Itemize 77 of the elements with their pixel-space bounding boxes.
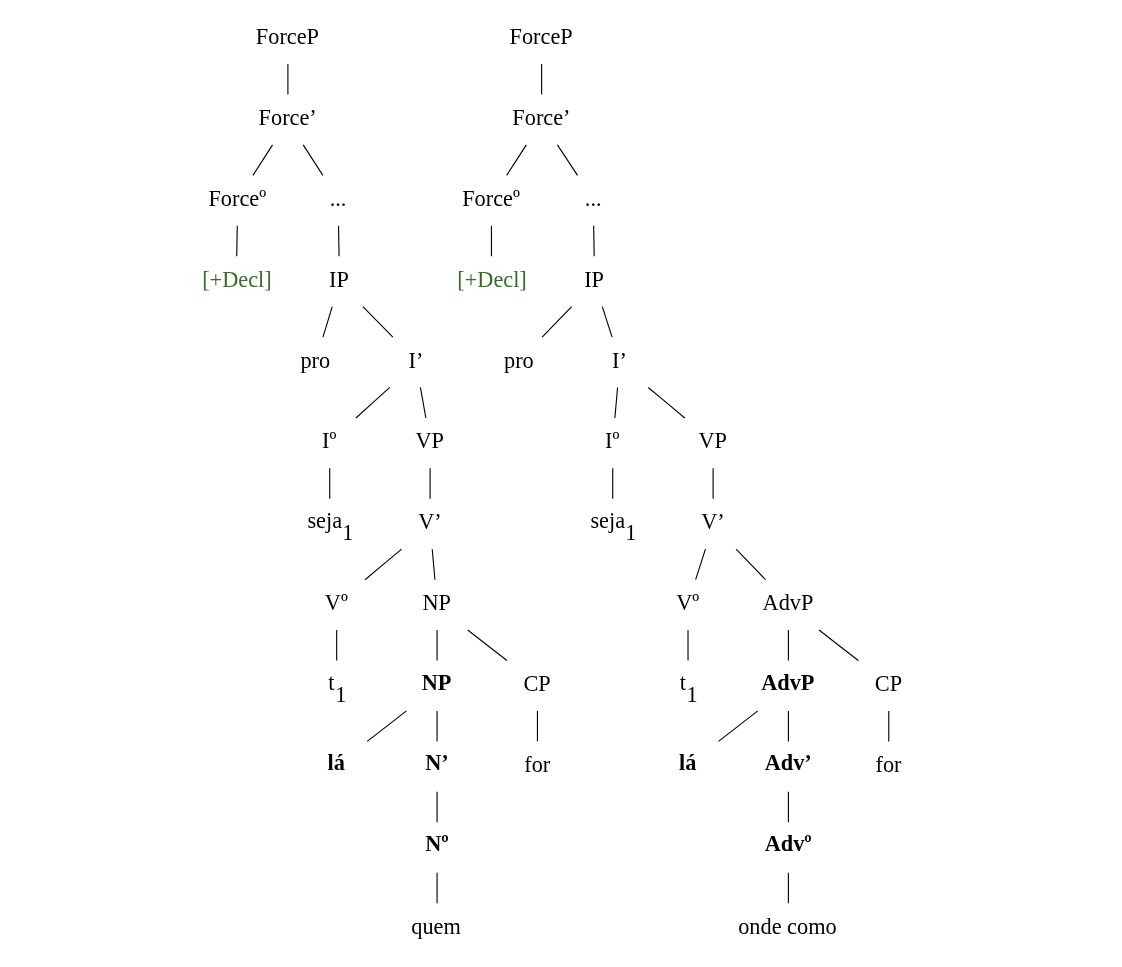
node-text: pro — [503, 347, 534, 373]
node-text: CP — [523, 670, 551, 696]
node-text: I’ — [407, 347, 423, 373]
connector — [647, 386, 685, 419]
connector — [337, 225, 340, 257]
node-text: Vº — [675, 590, 699, 616]
node-text: IP — [583, 266, 604, 292]
connector — [556, 144, 578, 176]
node-text: CP — [874, 670, 902, 696]
connector — [694, 548, 706, 581]
node-text: AdvP — [762, 590, 813, 616]
connector — [887, 710, 889, 742]
connector — [366, 710, 407, 742]
connector — [328, 467, 330, 500]
node-text: Advº — [764, 831, 812, 857]
node-text: VP — [697, 428, 727, 454]
node-text: V’ — [417, 509, 442, 535]
connector — [613, 386, 618, 419]
node-text: Nº — [424, 831, 449, 857]
node-text: NP — [421, 590, 451, 616]
connector — [787, 791, 789, 823]
node-text: I’ — [611, 347, 627, 373]
connector — [712, 467, 714, 500]
node-text: Force’ — [258, 104, 317, 130]
node-text: IP — [328, 266, 349, 292]
node-text: NP — [421, 669, 451, 695]
connector — [505, 144, 527, 176]
connector — [787, 710, 789, 742]
node-text: [+Decl] — [201, 266, 272, 292]
node-text: VP — [414, 428, 444, 454]
connector — [302, 144, 323, 176]
connector — [540, 63, 542, 96]
node-text: pro — [299, 347, 330, 373]
connector — [787, 629, 789, 662]
node-text: quem — [410, 913, 461, 939]
node-text: ... — [329, 185, 346, 211]
connector — [335, 629, 337, 662]
node-text: AdvP — [760, 669, 814, 695]
connector — [541, 306, 572, 338]
connector — [354, 386, 390, 419]
connector — [235, 225, 238, 257]
connector — [286, 63, 288, 96]
connector — [735, 548, 766, 581]
connector — [787, 872, 789, 904]
connector — [466, 629, 508, 662]
node-text: Force’ — [511, 104, 571, 130]
node-text: Forceº — [461, 185, 520, 211]
connector — [717, 710, 758, 742]
node-text: Vº — [324, 590, 348, 616]
connector — [818, 629, 859, 662]
node-text: for — [875, 751, 902, 777]
connector — [536, 710, 538, 742]
node-text: Iº — [321, 428, 336, 454]
connector — [431, 548, 435, 581]
node-text: lá — [327, 750, 345, 776]
node-text: V’ — [700, 509, 725, 535]
node-text: Adv’ — [764, 750, 812, 776]
node-text: N’ — [424, 750, 449, 776]
node-text: lá — [678, 750, 696, 776]
node-text: Forceº — [207, 185, 266, 211]
connector — [361, 306, 393, 338]
connector — [592, 225, 595, 257]
connector — [429, 467, 431, 500]
node-text: for — [523, 751, 550, 777]
connector — [251, 144, 273, 176]
node-text: ForceP — [255, 24, 319, 50]
connector — [419, 386, 426, 419]
connector — [321, 306, 333, 338]
connector — [601, 306, 613, 338]
connector — [490, 225, 492, 257]
node-text: Iº — [604, 428, 619, 454]
node-text: ForceP — [509, 24, 573, 50]
connector — [611, 467, 613, 500]
node-text: ... — [584, 185, 602, 211]
node-text: onde como — [737, 913, 837, 939]
connector — [364, 548, 402, 581]
node-text: [+Decl] — [456, 266, 527, 292]
